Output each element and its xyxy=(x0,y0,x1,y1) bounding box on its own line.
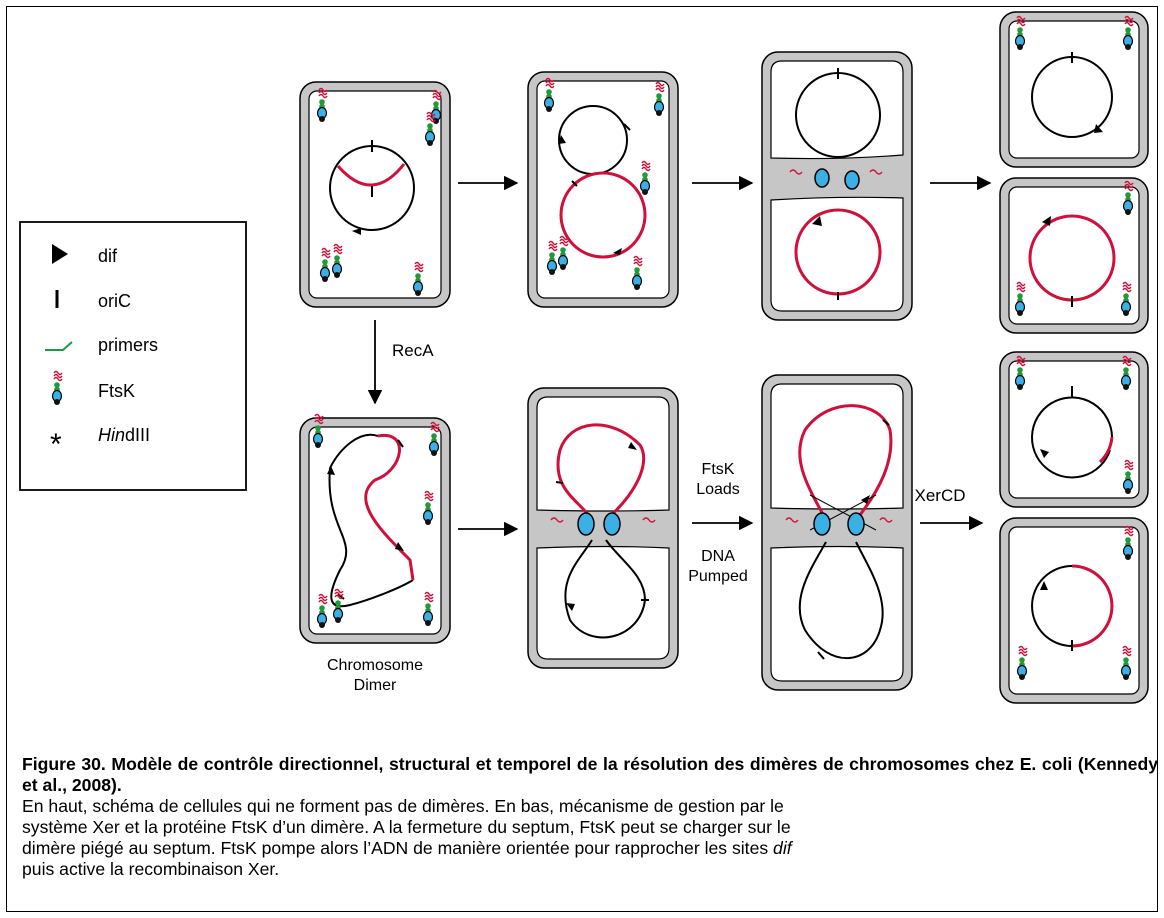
cell-top-3 xyxy=(761,51,913,321)
legend-label-primers: primers xyxy=(98,335,158,355)
cell-bottom-1 xyxy=(299,413,451,644)
label-dna-pumped-2: Pumped xyxy=(688,568,748,585)
legend-label-oric: oriC xyxy=(98,291,131,311)
cell-top-4 xyxy=(999,11,1149,334)
chromosome-dimer-resolution-diagram: dif oriC primers FtsK * HindIII xyxy=(19,11,1149,704)
cell-top-1 xyxy=(299,81,451,308)
caption-line-1: En haut, schéma de cellules qui ne forme… xyxy=(22,796,784,816)
label-ftsk-loads-1: FtsK xyxy=(702,461,735,478)
caption-line-2: système Xer et la protéine FtsK d’un dim… xyxy=(22,817,791,837)
label-ftsk-loads-2: Loads xyxy=(696,481,740,498)
caption-title: Figure 30. Modèle de contrôle directionn… xyxy=(22,754,1158,795)
asterisk-icon: * xyxy=(50,428,62,461)
caption-line-4: puis active la recombinaison Xer. xyxy=(22,859,280,879)
figure-caption: Figure 30. Modèle de contrôle directionn… xyxy=(22,754,1158,880)
label-chromosome-dimer-2: Dimer xyxy=(354,677,397,694)
legend: dif oriC primers FtsK * HindIII xyxy=(19,221,247,491)
label-xercd: XerCD xyxy=(914,486,965,505)
cell-bottom-2 xyxy=(527,387,679,669)
legend-box xyxy=(19,221,247,491)
cell-bottom-4 xyxy=(999,351,1149,704)
cell-bottom-3 xyxy=(761,374,913,691)
legend-label-ftsk: FtsK xyxy=(98,381,135,401)
caption-line-3: dimère piégé au septum. FtsK pompe alors… xyxy=(22,838,792,858)
dif-triangle-icon xyxy=(52,244,68,264)
figure-frame xyxy=(6,6,1158,912)
primer-arrow-icon xyxy=(45,341,73,351)
legend-label-dif: dif xyxy=(98,246,118,266)
label-reca: RecA xyxy=(392,341,434,360)
chromosome-red xyxy=(336,163,406,187)
label-dna-pumped-1: DNA xyxy=(701,548,735,565)
label-chromosome-dimer-1: Chromosome xyxy=(327,657,423,674)
legend-label-hindiii: HindIII xyxy=(98,425,150,445)
cell-top-2 xyxy=(527,71,679,308)
